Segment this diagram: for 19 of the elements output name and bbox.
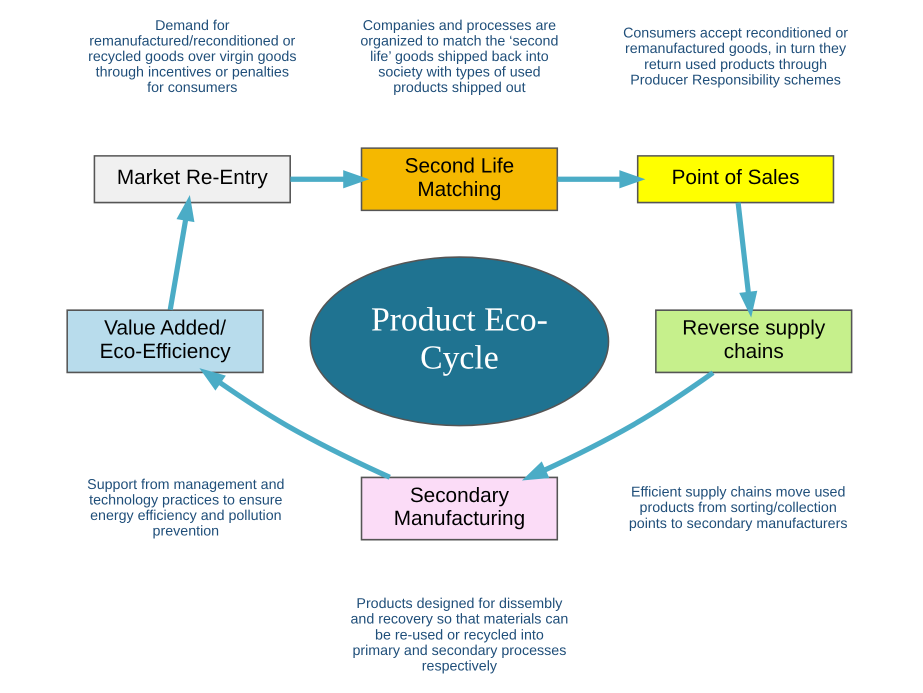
node-box: Point of Sales [636,155,834,204]
node-box: Secondary Manufacturing [360,476,558,540]
node-box: Value Added/ Eco-Efficiency [66,309,264,374]
label: Companies and processes are organized to match the ‘second life’ goods shipped back into society with types of used products shipped out [360,18,558,96]
label: Products designed for dissembly and recovery so that materials can be re-used or recycled into primary and secondary processes respectively [350,596,568,674]
label: Demand for remanufactured/reconditioned or recycled goods over virgin goods through incentives or penalties for consumers [88,18,296,96]
node-ellipse: Product Eco-Cycle [309,256,609,426]
label: Consumers accept reconditioned or remanufactured goods, in turn they return used products through Producer Responsibility schemes [622,26,848,88]
node-box: Market Re-Entry [93,155,290,204]
arrow [557,170,645,188]
node-box: Second Life Matching [360,147,558,212]
node-box: Reverse supply chains [654,309,852,374]
arrow [290,170,369,188]
label: Support from management and technology practices to ensure energy efficiency and pollution prevention [86,476,284,540]
arrow [167,194,194,310]
arrow [521,370,714,481]
arrow [735,202,757,318]
label: Efficient supply chains move used products from sorting/collection points to secondary manufacturers [628,484,847,532]
arrow [198,368,390,480]
